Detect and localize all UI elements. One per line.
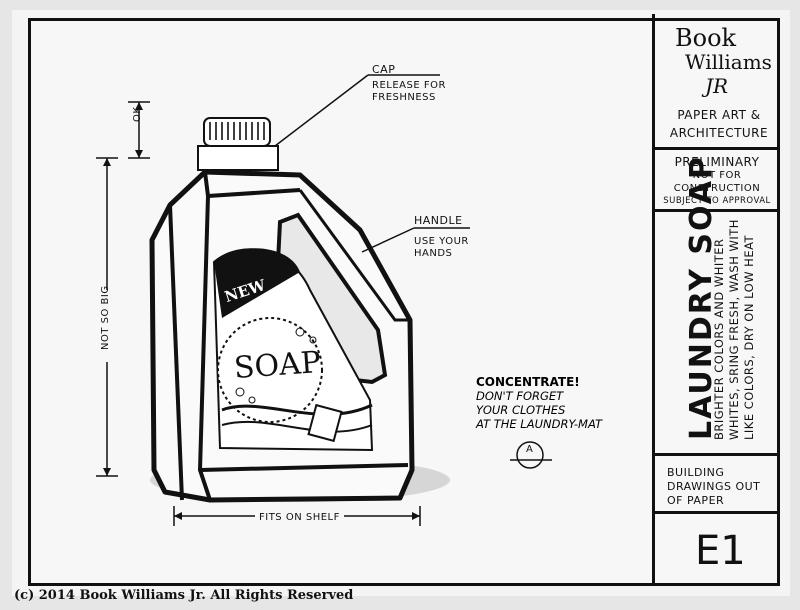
preliminary-stamp: PRELIMINARY NOT FOR CONSTRUCTION SUBJECT… bbox=[659, 156, 775, 208]
title-block-status-cell: PRELIMINARY NOT FOR CONSTRUCTION SUBJECT… bbox=[655, 150, 779, 212]
cap-note: RELEASE FOR FRESHNESS bbox=[372, 80, 446, 104]
handle-note-line1: USE YOUR bbox=[414, 236, 469, 247]
handle-leader bbox=[361, 227, 415, 253]
description-line2: WHITES, SRING FRESH, WASH WITH bbox=[727, 219, 741, 440]
author-line2: Williams bbox=[685, 50, 772, 74]
preliminary-line1: PRELIMINARY bbox=[674, 155, 760, 169]
description-line3: LIKE COLORS, DRY ON LOW HEAT bbox=[742, 234, 756, 440]
section-marker bbox=[510, 441, 552, 469]
concentrate-line3: YOUR CLOTHES bbox=[476, 403, 566, 417]
building-note: BUILDING DRAWINGS OUT OF PAPER bbox=[667, 466, 760, 508]
author-line1: Book bbox=[675, 24, 737, 52]
concentrate-line4: AT THE LAUNDRY-MAT bbox=[476, 417, 603, 431]
title-block-author-cell: Book Williams JR PAPER ART & ARCHITECTUR… bbox=[655, 14, 779, 150]
section-marker-letter: A bbox=[526, 444, 534, 455]
subtitle-line1: PAPER ART & bbox=[677, 108, 761, 122]
building-line2: DRAWINGS OUT bbox=[667, 480, 761, 493]
dimension-top-label: OK bbox=[132, 106, 143, 122]
cap-note-line1: RELEASE FOR bbox=[372, 80, 446, 91]
building-line3: OF PAPER bbox=[667, 494, 725, 507]
dimension-width-label: FITS ON SHELF bbox=[255, 512, 344, 523]
label-brand-text: SOAP bbox=[232, 345, 323, 386]
label-new-banner bbox=[214, 248, 300, 318]
label-burst bbox=[217, 317, 323, 423]
handle-note: USE YOUR HANDS bbox=[414, 236, 469, 260]
preliminary-line3: CONSTRUCTION bbox=[673, 183, 761, 194]
cap-title: CAP bbox=[372, 63, 396, 76]
preliminary-line2: NOT FOR bbox=[692, 170, 742, 181]
cap bbox=[197, 117, 279, 171]
title-block-building-cell: BUILDING DRAWINGS OUT OF PAPER bbox=[655, 456, 779, 514]
copyright-notice: (c) 2014 Book Williams Jr. All Rights Re… bbox=[14, 588, 354, 603]
sheet-number: E1 bbox=[695, 528, 746, 574]
handle-title: HANDLE bbox=[414, 214, 463, 227]
title-block-sheet-cell: E1 bbox=[655, 514, 779, 586]
title-block-title-cell bbox=[655, 212, 779, 456]
title-block: Book Williams JR PAPER ART & ARCHITECTUR… bbox=[652, 14, 779, 586]
handle-note-line2: HANDS bbox=[414, 248, 453, 259]
cap-note-line2: FRESHNESS bbox=[372, 92, 436, 103]
author-subtitle: PAPER ART & ARCHITECTURE bbox=[663, 106, 775, 142]
concentrate-note: CONCENTRATE! DON'T FORGET YOUR CLOTHES A… bbox=[476, 375, 602, 431]
description-line1: BRIGHTER COLORS AND WHITER bbox=[712, 238, 726, 440]
author-line3: JR bbox=[705, 74, 729, 98]
cap-leader bbox=[274, 74, 369, 147]
drawing-description: BRIGHTER COLORS AND WHITER WHITES, SRING… bbox=[712, 208, 757, 440]
subtitle-line2: ARCHITECTURE bbox=[669, 126, 769, 140]
dimension-height-label: NOT SO BIG bbox=[100, 285, 111, 350]
concentrate-line2: DON'T FORGET bbox=[476, 389, 564, 403]
label-box bbox=[307, 403, 343, 443]
concentrate-line1: CONCENTRATE! bbox=[476, 375, 580, 389]
author-name: Book Williams JR bbox=[675, 26, 772, 98]
preliminary-line4: SUBJECT TO APPROVAL bbox=[663, 196, 771, 206]
building-line1: BUILDING bbox=[667, 466, 725, 479]
